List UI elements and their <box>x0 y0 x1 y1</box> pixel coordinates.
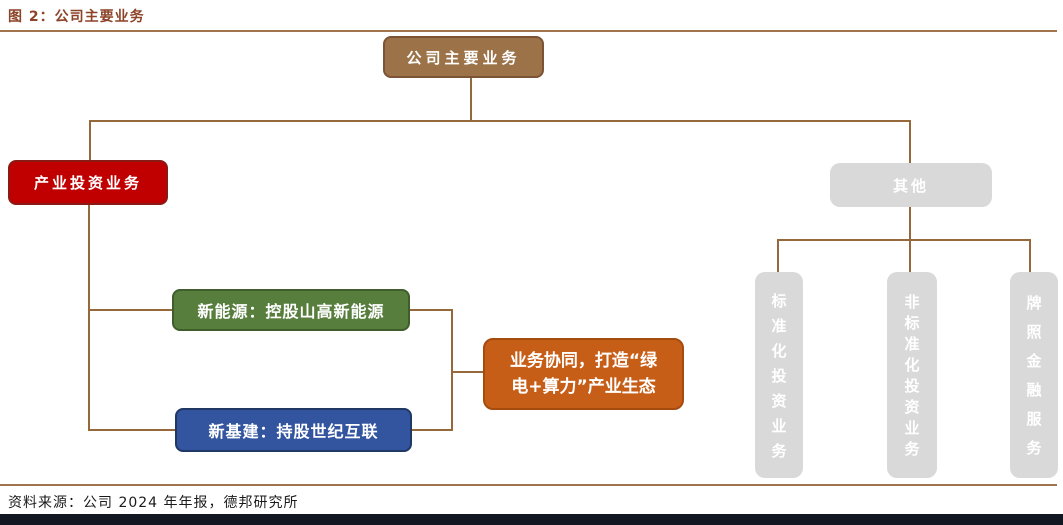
source-note: 资料来源：公司 2024 年年报，德邦研究所 <box>8 495 299 511</box>
node-label: 产业投资业务 <box>33 174 142 192</box>
node-business-synergy: 业务协同，打造“绿 电+算力”产业生态 <box>483 338 684 410</box>
connector-industry-down <box>88 205 90 431</box>
connector-to-new-energy <box>88 309 172 311</box>
node-label: 非标准化投资业务 <box>902 294 921 462</box>
node-new-energy: 新能源：控股山高新能源 <box>172 289 410 331</box>
connector-to-new-infra <box>88 429 175 431</box>
node-label: 公司主要业务 <box>406 48 521 67</box>
connector-level3-horizontal <box>777 239 1031 241</box>
connector-root-down <box>470 78 472 120</box>
connector-drop-licensed <box>1029 239 1031 273</box>
connector-mid-vertical <box>451 309 453 431</box>
node-label-line2: 电+算力”产业生态 <box>511 377 656 397</box>
node-label: 新基建：持股世纪互联 <box>208 422 379 441</box>
node-non-standardized-investment: 非标准化投资业务 <box>887 272 937 478</box>
node-label: 标准化投资业务 <box>769 292 788 468</box>
node-company-main-business: 公司主要业务 <box>383 36 544 78</box>
footer-divider-line <box>0 484 1057 486</box>
node-label: 新能源：控股山高新能源 <box>197 302 385 321</box>
node-others: 其他 <box>830 163 992 207</box>
node-new-infrastructure: 新基建：持股世纪互联 <box>175 408 412 452</box>
node-label-line1: 业务协同，打造“绿 <box>509 350 658 371</box>
connector-new-energy-right <box>410 309 453 311</box>
connector-to-synergy <box>451 371 483 373</box>
node-licensed-financial-services: 牌照金融服务 <box>1010 272 1058 478</box>
connector-drop-standardized <box>777 239 779 273</box>
node-label: 牌照金融服务 <box>1024 295 1043 469</box>
figure-title: 图 2：公司主要业务 <box>8 9 145 25</box>
connector-left-drop <box>89 120 91 160</box>
connector-others-down <box>909 207 911 241</box>
connector-level1-horizontal <box>89 120 911 122</box>
title-divider-line <box>0 30 1057 32</box>
node-standardized-investment: 标准化投资业务 <box>755 272 803 478</box>
connector-new-infra-right <box>412 429 453 431</box>
connector-right-drop <box>909 120 911 163</box>
page-footer-bar <box>0 514 1063 525</box>
connector-drop-non-standardized <box>909 239 911 273</box>
node-label: 其他 <box>892 176 929 195</box>
node-industry-investment: 产业投资业务 <box>8 160 168 205</box>
